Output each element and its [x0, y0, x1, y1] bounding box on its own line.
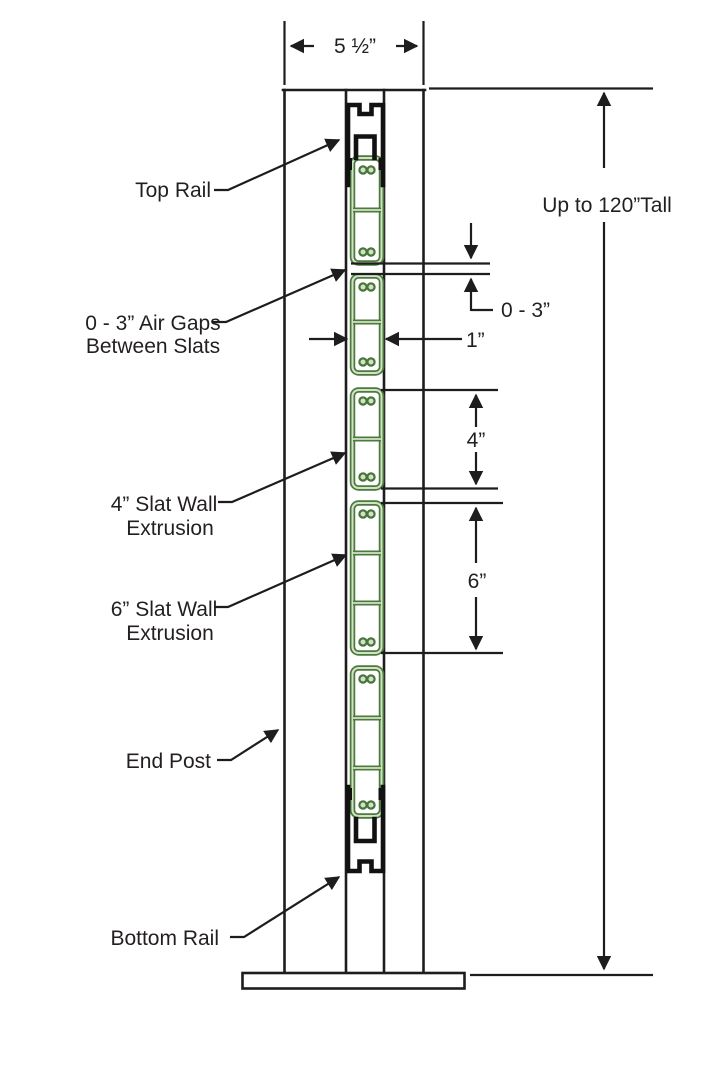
slat6-label-line1: 6” Slat Wall [111, 598, 218, 621]
slat-stack [349, 155, 385, 819]
bottom-rail-label: Bottom Rail [110, 927, 219, 950]
slat-extrusion [349, 155, 385, 266]
bottom-rail-leader [230, 876, 341, 939]
end-post-label: End Post [126, 750, 211, 773]
base-plate [241, 971, 466, 990]
slat4-label-line1: 4” Slat Wall [111, 493, 218, 516]
air-gaps-label-line2: Between Slats [86, 335, 220, 358]
top-rail-leader [214, 138, 341, 192]
dimension-height: Up to 120”Tall [429, 87, 672, 977]
dimension-4in-slat: 4” [381, 388, 498, 490]
top-rail-label: Top Rail [135, 179, 211, 202]
slat-extrusion-4in [349, 387, 385, 491]
leader-arrows [212, 138, 348, 939]
dimension-air-gap: 0 - 3” [351, 223, 550, 322]
part-labels: Top Rail 0 - 3” Air Gaps Between Slats 4… [85, 179, 220, 950]
slat4-dimension-text: 4” [467, 429, 486, 452]
end-post-leader [217, 729, 280, 762]
dimension-6in-slat: 6” [381, 501, 503, 655]
dimension-slat-thickness: 1” [309, 329, 485, 352]
slat6-dimension-text: 6” [468, 570, 487, 593]
air-gap-dimension-text: 0 - 3” [501, 299, 550, 322]
air-gap-leader [212, 268, 347, 324]
slat4-label-line2: Extrusion [126, 517, 214, 540]
height-dimension-text: Up to 120”Tall [542, 194, 672, 217]
width-dimension-text: 5 ½” [334, 35, 376, 58]
slat-extrusion-6in [349, 500, 385, 656]
slat6-leader [214, 553, 348, 609]
dimension-width: 5 ½” [283, 21, 425, 85]
slat-extrusion [349, 273, 385, 376]
slat4-leader [218, 451, 347, 504]
slat-extrusion [349, 665, 385, 819]
slat6-label-line2: Extrusion [126, 622, 214, 645]
bottom-rail-profile [345, 784, 386, 874]
top-rail-profile [345, 102, 386, 188]
air-gaps-label-line1: 0 - 3” Air Gaps [85, 312, 220, 335]
slat-thickness-dimension-text: 1” [466, 329, 485, 352]
